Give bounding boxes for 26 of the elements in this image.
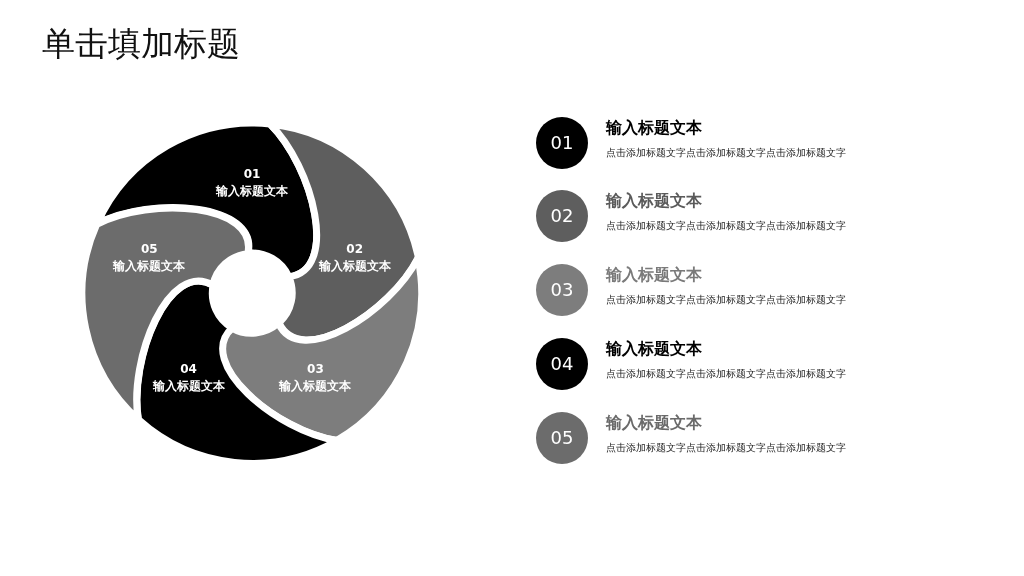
item-description: 点击添加标题文字点击添加标题文字点击添加标题文字 (606, 219, 846, 233)
number-circle: 04 (536, 338, 588, 390)
number-circle: 05 (536, 412, 588, 464)
item-description: 点击添加标题文字点击添加标题文字点击添加标题文字 (606, 367, 846, 381)
segment-title: 输入标题文本 (152, 378, 225, 396)
page-title: 单击填加标题 (42, 23, 240, 65)
segment-title: 输入标题文本 (216, 183, 288, 200)
item-heading: 输入标题文本 (606, 339, 702, 360)
segment-number: 03 (307, 362, 324, 377)
item-heading: 输入标题文本 (606, 265, 702, 286)
segment-title: 输入标题文本 (279, 378, 352, 396)
number-circle: 01 (536, 117, 588, 169)
number-circle: 02 (536, 190, 588, 242)
segment-number: 02 (346, 241, 364, 256)
item-heading: 输入标题文本 (606, 191, 702, 212)
segment-number: 05 (140, 241, 158, 256)
item-heading: 输入标题文本 (606, 413, 702, 434)
item-heading: 输入标题文本 (606, 118, 702, 139)
item-description: 点击添加标题文字点击添加标题文字点击添加标题文字 (606, 146, 846, 160)
item-description: 点击添加标题文字点击添加标题文字点击添加标题文字 (606, 293, 846, 307)
segment-number: 04 (180, 362, 197, 377)
segment-title: 输入标题文本 (318, 257, 391, 275)
number-circle: 03 (536, 264, 588, 316)
segment-title: 输入标题文本 (113, 257, 186, 275)
item-description: 点击添加标题文字点击添加标题文字点击添加标题文字 (606, 441, 846, 455)
segment-number: 01 (243, 167, 261, 181)
